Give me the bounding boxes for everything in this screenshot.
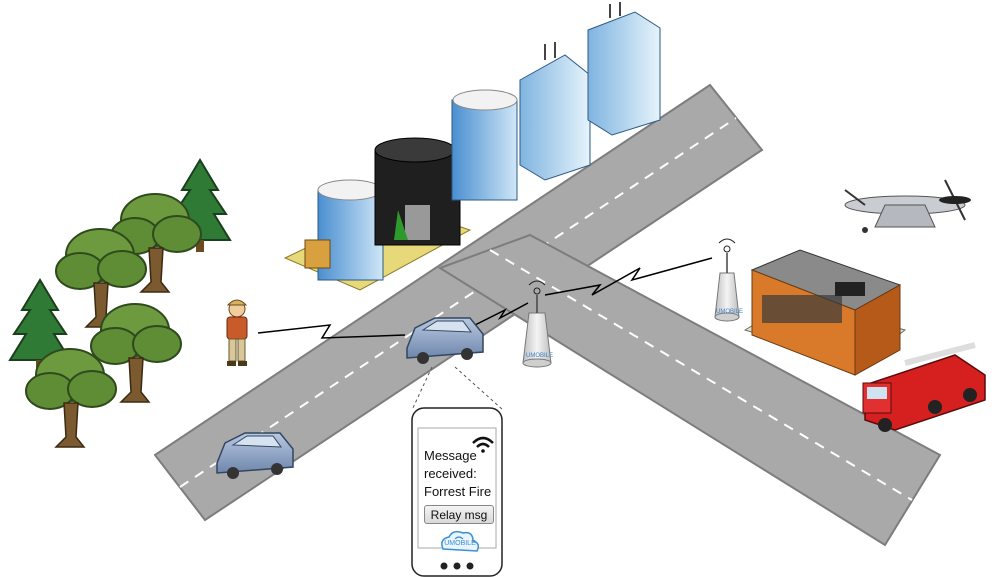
cloud-icon <box>441 530 480 552</box>
fire-station <box>743 249 907 376</box>
drone-icon <box>844 179 971 233</box>
hiker-icon <box>226 299 248 366</box>
building-icon <box>451 89 518 201</box>
building-icon <box>519 42 591 181</box>
building-icon <box>304 179 384 281</box>
tower-label: UMOBILE <box>526 353 553 359</box>
tower-icon: UMOBILE <box>522 280 553 368</box>
umobile-logo-text: UMOBILE <box>444 540 476 547</box>
city-block <box>283 2 661 291</box>
tower-icon: UMOBILE <box>714 238 743 322</box>
wifi-icon <box>472 436 494 453</box>
tree-icon <box>25 348 117 448</box>
wireless-links <box>257 257 713 339</box>
relay-message-button[interactable]: Relay msg <box>424 505 494 524</box>
tower-label: UMOBILE <box>716 309 743 315</box>
fire-truck-icon <box>862 342 986 432</box>
car-icon <box>216 432 294 479</box>
road-main <box>153 83 764 522</box>
building-icon <box>374 137 461 246</box>
phone-callout <box>411 366 504 411</box>
building-icon <box>587 2 661 136</box>
phone-icon <box>411 407 503 577</box>
car-icon <box>406 317 484 364</box>
forest <box>9 159 231 448</box>
